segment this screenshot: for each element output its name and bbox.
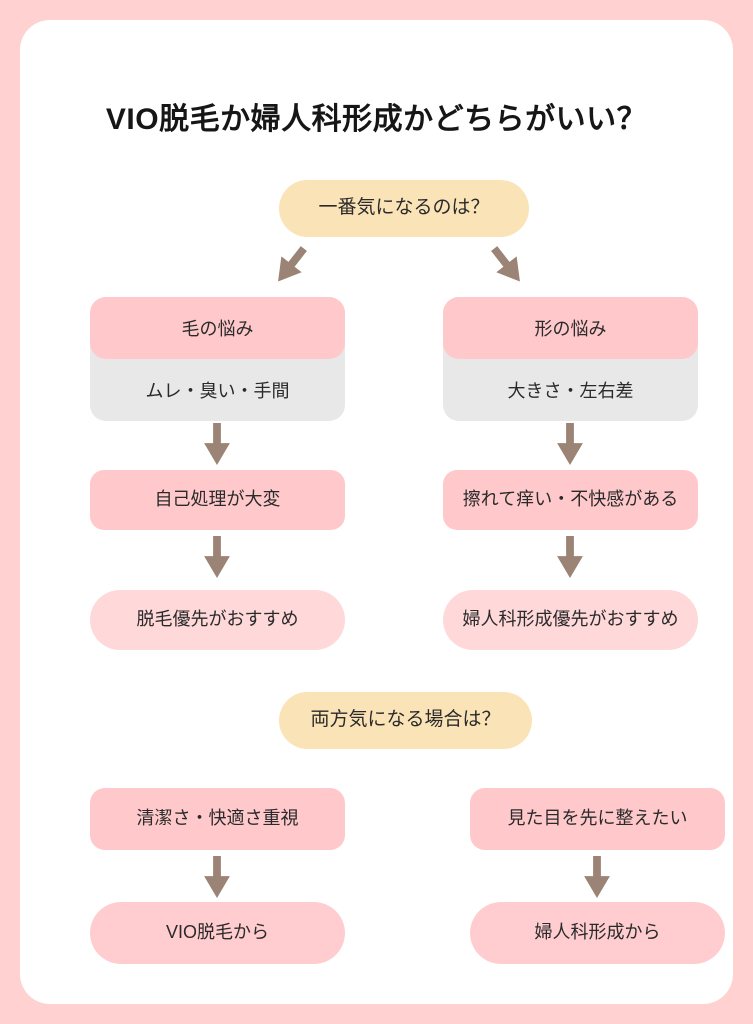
clean-comfort-priority-box: 清潔さ・快適さ重視 xyxy=(90,788,345,850)
hair-category-box: 毛の悩み ムレ・臭い・手間 xyxy=(90,297,345,421)
hair-symptoms-label: ムレ・臭い・手間 xyxy=(145,381,290,401)
shape-symptoms-label: 大きさ・左右差 xyxy=(507,381,634,401)
hair-problem-box: 自己処理が大変 xyxy=(90,470,345,530)
question-1-pill: 一番気になるのは？ xyxy=(279,180,529,237)
flowchart-card: VIO脱毛か婦人科形成かどちらがいい？ 一番気になるのは？ 毛の悩み ムレ・臭い… xyxy=(20,20,733,1004)
question-2-pill: 両方気になる場合は？ xyxy=(279,692,532,749)
vio-first-pill: VIO脱毛から xyxy=(90,902,345,964)
down-arrow-icon xyxy=(204,536,230,578)
appearance-priority-box: 見た目を先に整えたい xyxy=(470,788,725,850)
down-arrow-icon xyxy=(557,536,583,578)
down-left-arrow-icon xyxy=(266,239,315,291)
page-title: VIO脱毛か婦人科形成かどちらがいい？ xyxy=(105,103,648,136)
gynecology-first-pill: 婦人科形成から xyxy=(470,902,725,964)
hair-category-header: 毛の悩み xyxy=(90,297,345,359)
down-arrow-icon xyxy=(584,856,610,898)
shape-category-header: 形の悩み xyxy=(443,297,698,359)
down-arrow-icon xyxy=(204,856,230,898)
hair-recommendation-pill: 脱毛優先がおすすめ xyxy=(90,590,345,650)
shape-problem-box: 擦れて痒い・不快感がある xyxy=(443,470,698,530)
down-arrow-icon xyxy=(557,423,583,465)
down-right-arrow-icon xyxy=(482,239,531,291)
shape-category-box: 形の悩み 大きさ・左右差 xyxy=(443,297,698,421)
shape-recommendation-pill: 婦人科形成優先がおすすめ xyxy=(443,590,698,650)
down-arrow-icon xyxy=(204,423,230,465)
